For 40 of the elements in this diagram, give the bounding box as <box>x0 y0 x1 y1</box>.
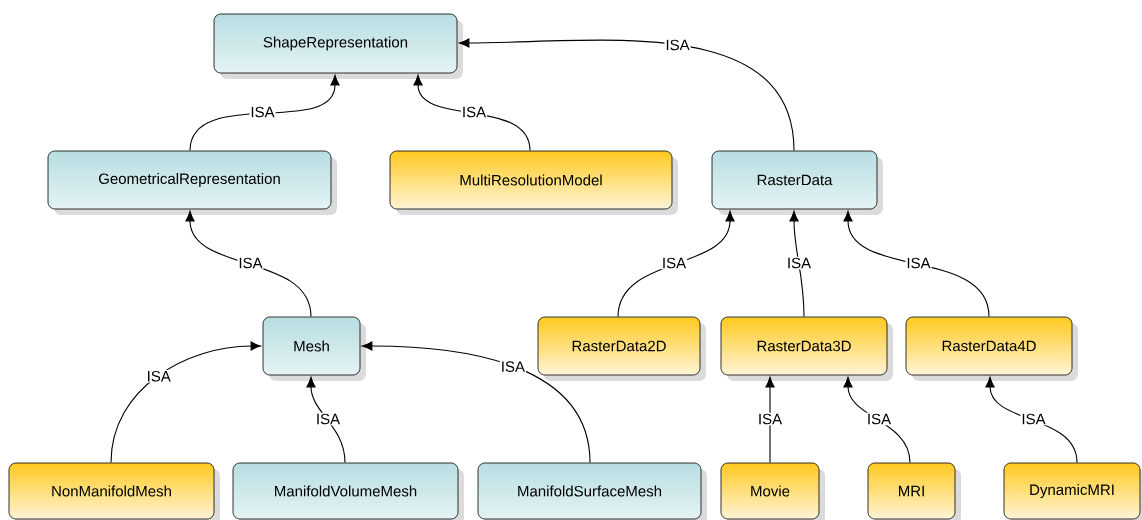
arrow <box>185 210 312 318</box>
edge-label: ISA <box>785 256 813 270</box>
arrow <box>765 376 775 464</box>
arrow <box>413 74 531 152</box>
edge-label: ISA <box>756 412 784 426</box>
class-box: MRI <box>867 462 961 520</box>
class-box: RasterData4D <box>905 316 1078 381</box>
arrow <box>110 341 262 464</box>
edge-label: ISA <box>499 360 526 373</box>
arrow <box>458 38 795 152</box>
class-box: RasterData3D <box>720 316 893 381</box>
class-box: GeometricalRepresentation <box>47 150 337 215</box>
arrow <box>985 376 1078 464</box>
edge-label: ISA <box>237 256 264 270</box>
arrow <box>306 376 346 464</box>
class-box: ManifoldVolumeMesh <box>232 462 464 520</box>
arrow <box>189 74 340 152</box>
edge-label: ISA <box>460 105 488 119</box>
class-box: ShapeRepresentation <box>213 13 463 79</box>
class-box: RasterData2D <box>537 316 706 381</box>
edge-label: ISA <box>660 256 688 270</box>
edge-label: ISA <box>905 256 932 270</box>
edge-label: ISA <box>145 369 172 383</box>
class-box: NonManifoldMesh <box>8 462 220 520</box>
arrow <box>617 210 735 318</box>
edge-label: ISA <box>314 412 342 426</box>
arrow <box>843 210 990 318</box>
edge-label: ISA <box>1020 412 1047 426</box>
class-box: Movie <box>720 462 825 520</box>
class-box: Mesh <box>262 316 366 381</box>
arrow <box>789 210 805 318</box>
edge-label: ISA <box>249 105 276 119</box>
class-box: ManifoldSurfaceMesh <box>477 462 707 520</box>
arrow <box>843 376 911 464</box>
class-box: RasterData <box>711 150 883 215</box>
class-box: MultiResolutionModel <box>389 150 678 215</box>
edge-label: ISA <box>865 412 893 426</box>
class-box: DynamicMRI <box>1003 462 1142 520</box>
arrow <box>361 341 591 464</box>
edge-label: ISA <box>664 38 691 52</box>
